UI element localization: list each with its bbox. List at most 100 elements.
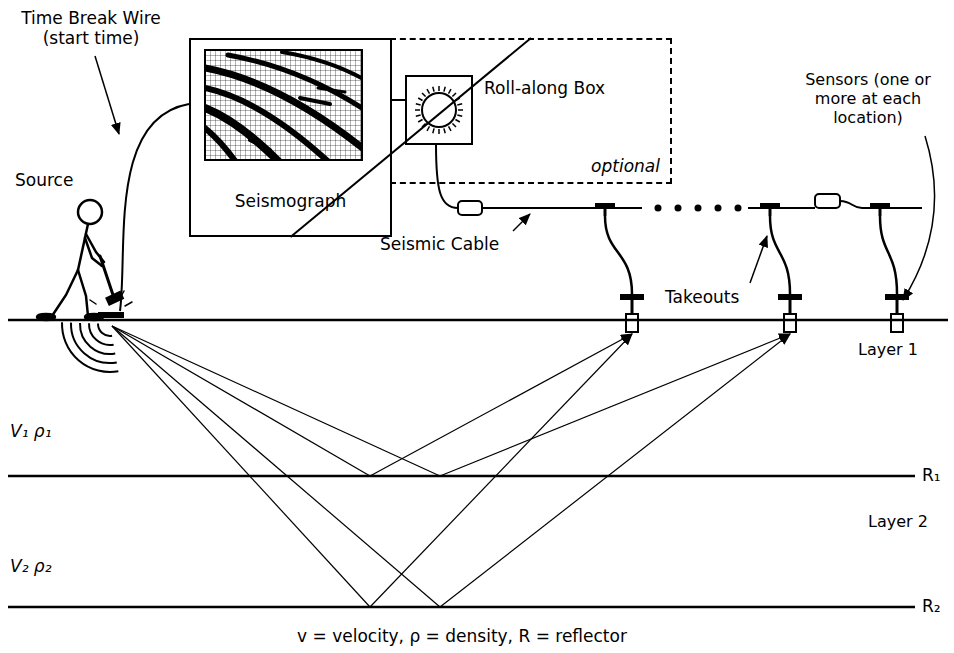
omitted-takeouts: [655, 205, 742, 212]
takeout-sensor: [595, 203, 909, 332]
leader-arrow: [513, 214, 530, 231]
roll-along-unit: [449, 89, 452, 93]
takeout-label: Takeouts: [665, 287, 739, 307]
wavefronts: [71, 323, 117, 363]
roll-along-unit: [452, 93, 456, 97]
person-with-hammer: [37, 200, 132, 320]
seismogram-screen: [205, 50, 362, 160]
roll-along-unit: [444, 87, 445, 92]
reflector-line: [8, 606, 915, 609]
takeout-sensor: [789, 300, 792, 314]
wavefronts: [98, 324, 112, 336]
takeout-sensor: [784, 314, 796, 332]
omitted-takeouts: [655, 205, 662, 212]
seismic-cable: [458, 201, 482, 215]
takeout-sensor: [604, 208, 607, 216]
person-with-hammer: [78, 200, 102, 224]
person-with-hammer: [52, 270, 78, 316]
takeout-sensor: [891, 314, 903, 332]
takeout-sensor: [620, 294, 644, 300]
roll-along-unit: [418, 120, 422, 123]
layer-property: V₂ ρ₂: [10, 556, 51, 576]
seismogram-screen: [228, 55, 362, 110]
omitted-takeouts: [715, 205, 722, 212]
takeout-sensor: [778, 294, 802, 300]
ray-paths: [112, 326, 370, 476]
roll-along-unit: [391, 76, 472, 144]
roll-along-unit: [438, 86, 440, 91]
roll-along-unit: [416, 104, 421, 105]
roll-along-unit: [438, 129, 440, 134]
wavefronts: [62, 322, 118, 372]
roll-along-unit: [444, 128, 445, 133]
wavefronts: [80, 323, 115, 354]
leader-arrow: [95, 56, 935, 300]
seismic-cable: [436, 144, 458, 208]
person-with-hammer: [100, 256, 114, 298]
reflector-line: [8, 475, 915, 478]
omitted-takeouts: [735, 205, 742, 212]
ray-paths: [112, 326, 790, 607]
roll-along-unit: [422, 93, 426, 97]
seismic-cable: [815, 194, 840, 208]
time-break-wire: [120, 104, 189, 311]
takeout-sensor: [631, 300, 634, 314]
roll-along-unit: [457, 115, 462, 116]
sensor-label: Sensors (one or more at each location): [788, 70, 948, 128]
takeout-sensor: [595, 203, 615, 208]
leader-arrow: [903, 136, 935, 300]
takeout-sensor: [879, 208, 882, 216]
person-with-hammer: [37, 314, 55, 320]
seismogram-screen: [250, 140, 270, 150]
reflector-label: R₂: [922, 596, 941, 616]
seismogram-screen: [205, 68, 362, 150]
seismic-cable: [436, 144, 922, 215]
leader-arrow: [95, 56, 119, 134]
omitted-takeouts: [675, 205, 682, 212]
seismogram-screen: [205, 50, 365, 165]
takeout-sensor: [626, 314, 638, 332]
ray-paths: [440, 334, 790, 607]
omitted-takeouts: [695, 205, 702, 212]
ray-paths: [112, 326, 370, 607]
roll-along-unit: [455, 120, 459, 123]
seismogram-screen: [205, 88, 332, 160]
takeout-sensor: [769, 208, 772, 216]
seismogram-screen: [205, 128, 238, 160]
person-with-hammer: [85, 238, 102, 266]
roll-along-unit: [391, 99, 406, 101]
optional-region: Roll-along Boxoptional: [390, 38, 672, 184]
ray-paths: [370, 334, 632, 607]
ray-paths: [112, 326, 440, 607]
takeout-sensor: [870, 203, 890, 208]
person-with-hammer: [98, 312, 124, 318]
takeout-sensor: [896, 300, 899, 314]
takeout-sensor: [760, 203, 780, 208]
wire-label: Time Break Wire (start time): [5, 8, 177, 49]
seismic-cable: [840, 201, 922, 208]
roll-along-unit: [433, 87, 434, 92]
roll-along-unit: [422, 93, 456, 127]
cable-label: Seismic Cable: [380, 234, 499, 254]
device-label: Roll-along Box: [484, 78, 605, 98]
roll-along-unit: [415, 109, 420, 111]
seismogram-screen: [300, 98, 330, 104]
ray-paths: [440, 334, 790, 476]
wavefronts: [89, 323, 114, 345]
layer-label: Layer 1: [858, 340, 918, 359]
roll-along-unit: [449, 126, 452, 130]
seismogram-screen: [318, 88, 345, 92]
seismogram-screen: [282, 52, 362, 80]
roll-along-unit: [427, 126, 430, 130]
seismogram-screen: [205, 108, 282, 160]
person-with-hammer: [78, 270, 88, 316]
roll-along-unit: [427, 89, 430, 93]
person-with-hammer: [125, 302, 132, 306]
roll-along-unit: [458, 109, 463, 111]
takeout-sensor: [605, 216, 632, 294]
layer-label: Layer 2: [868, 512, 928, 531]
device-label: Seismograph: [191, 191, 390, 211]
